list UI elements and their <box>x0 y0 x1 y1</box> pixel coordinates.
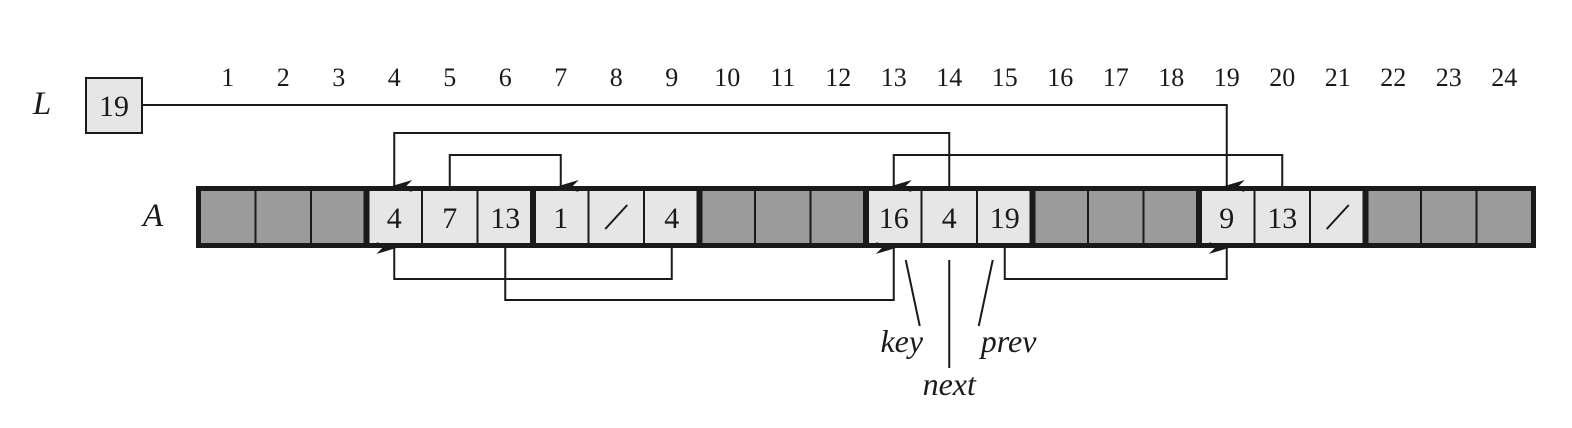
object-separator <box>1362 190 1369 244</box>
prev-leader-line <box>977 259 994 327</box>
free-cell <box>756 191 810 243</box>
index-label: 23 <box>1436 63 1462 92</box>
object-separator <box>1029 190 1036 244</box>
list-label: L <box>32 86 51 122</box>
array-cells: 4 7 13 1 4 16 4 19 9 13 <box>196 186 1536 248</box>
field-label-next: next <box>923 366 977 402</box>
index-label: 4 <box>388 63 401 92</box>
array-label: A <box>141 198 164 234</box>
used-cell <box>867 191 921 243</box>
prev-pointer-arrow <box>376 242 673 280</box>
free-cell <box>1422 191 1476 243</box>
free-cell <box>312 191 366 243</box>
index-label: 10 <box>714 63 740 92</box>
prev-pointer-arrow <box>1003 242 1229 280</box>
field-label-prev: prev <box>979 323 1037 359</box>
used-cell <box>978 191 1032 243</box>
nil-slash <box>604 204 628 230</box>
index-label: 1 <box>221 63 234 92</box>
cell-value: 4 <box>942 202 957 235</box>
object-separator <box>1196 190 1202 244</box>
free-cell <box>1089 191 1143 243</box>
prev-pointer-arrow <box>504 242 896 301</box>
used-cell <box>423 191 477 243</box>
key-leader-line <box>904 259 921 327</box>
free-cell <box>1033 191 1087 243</box>
list-head-value: 19 <box>99 90 129 123</box>
cell-value: 1 <box>553 202 568 235</box>
index-label: 2 <box>277 63 290 92</box>
index-label: 14 <box>936 63 962 92</box>
index-label: 24 <box>1491 63 1517 92</box>
index-label: 19 <box>1214 63 1240 92</box>
index-label: 5 <box>443 63 456 92</box>
cell-value: 7 <box>442 202 457 235</box>
used-cell <box>1200 191 1254 243</box>
cell-value: 9 <box>1219 202 1234 235</box>
index-label: 17 <box>1103 63 1129 92</box>
object-separator <box>863 190 869 244</box>
cell-value: 13 <box>1267 202 1297 235</box>
object-separator <box>530 190 536 244</box>
index-label: 15 <box>992 63 1018 92</box>
next-pointer-arrow <box>891 154 1284 192</box>
used-cell <box>534 191 588 243</box>
index-label: 11 <box>770 63 795 92</box>
index-label: 9 <box>665 63 678 92</box>
cell-value: 16 <box>879 202 909 235</box>
free-cell <box>1144 191 1198 243</box>
index-label: 6 <box>499 63 512 92</box>
index-label: 16 <box>1047 63 1073 92</box>
index-label: 12 <box>825 63 851 92</box>
cell-value: 4 <box>387 202 402 235</box>
free-cell <box>256 191 310 243</box>
index-label: 21 <box>1325 63 1351 92</box>
object-separator <box>363 190 370 244</box>
free-cell <box>201 191 255 243</box>
field-label-key: key <box>880 323 923 359</box>
used-cell <box>367 191 421 243</box>
free-cell <box>1477 191 1531 243</box>
free-cell <box>1366 191 1420 243</box>
cell-value: 13 <box>490 202 520 235</box>
used-cell <box>478 191 532 243</box>
index-label: 18 <box>1158 63 1184 92</box>
list-head-box <box>85 77 143 134</box>
index-label: 8 <box>610 63 623 92</box>
index-label: 3 <box>332 63 345 92</box>
nil-slash <box>1326 204 1350 230</box>
next-pointer-arrow <box>392 132 951 192</box>
object-separator <box>696 190 703 244</box>
index-label: 20 <box>1269 63 1295 92</box>
cell-value: 19 <box>990 202 1020 235</box>
head-pointer-arrow <box>142 104 1245 192</box>
used-cell <box>1255 191 1309 243</box>
used-cell <box>922 191 976 243</box>
index-label: 13 <box>881 63 907 92</box>
index-label: 7 <box>554 63 567 92</box>
next-pointer-arrow <box>448 154 579 192</box>
cell-value: 4 <box>664 202 679 235</box>
free-cell <box>700 191 754 243</box>
used-cell <box>645 191 699 243</box>
free-cell <box>811 191 865 243</box>
index-label: 22 <box>1380 63 1406 92</box>
pointer-arrows <box>142 104 1284 301</box>
